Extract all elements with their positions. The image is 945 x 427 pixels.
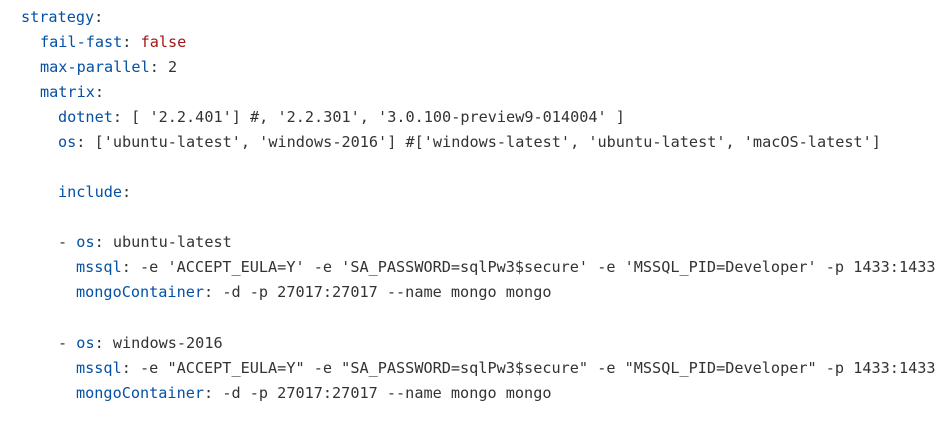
code-line-max-parallel: max-parallel: 2 (40, 55, 177, 80)
colon: : (122, 183, 132, 201)
yaml-value-os: windows-2016 (112, 334, 223, 352)
code-line-fail-fast: fail-fast: false (40, 30, 186, 55)
yaml-value-mongo-container: -d -p 27017:27017 --name mongo mongo (222, 283, 552, 301)
code-line-dotnet: dotnet: [ '2.2.401'] #, '2.2.301', '3.0.… (58, 105, 625, 130)
yaml-key-dotnet: dotnet (58, 108, 113, 126)
code-line-include: include: (58, 180, 131, 205)
yaml-value-max-parallel: 2 (168, 58, 178, 76)
code-line-os: os: ['ubuntu-latest', 'windows-2016'] #[… (58, 130, 881, 155)
colon: : (121, 258, 141, 276)
yaml-key-os: os (76, 334, 95, 352)
code-line-include-item-2-mongo: mongoContainer: -d -p 27017:27017 --name… (76, 381, 551, 406)
yaml-key-strategy: strategy (21, 8, 95, 26)
colon: : (76, 133, 95, 151)
colon: : (94, 233, 113, 251)
code-line-include-item-1-mongo: mongoContainer: -d -p 27017:27017 --name… (76, 280, 551, 305)
yaml-key-mssql: mssql (76, 258, 122, 276)
code-line-strategy: strategy: (21, 5, 103, 30)
yaml-key-matrix: matrix (40, 83, 95, 101)
list-dash: - (58, 233, 77, 251)
code-line-include-item-1-mssql: mssql: -e 'ACCEPT_EULA=Y' -e 'SA_PASSWOR… (76, 255, 936, 280)
colon: : (112, 108, 132, 126)
yaml-key-mongo-container: mongoContainer (76, 384, 205, 402)
yaml-key-mssql: mssql (76, 359, 122, 377)
colon: : (204, 384, 223, 402)
colon: : (122, 33, 141, 51)
yaml-key-mongo-container: mongoContainer (76, 283, 205, 301)
yaml-key-os: os (58, 133, 77, 151)
code-line-matrix: matrix: (40, 80, 104, 105)
code-line-include-item-2-os: - os: windows-2016 (58, 331, 223, 356)
yaml-value-mongo-container: -d -p 27017:27017 --name mongo mongo (222, 384, 552, 402)
colon: : (204, 283, 223, 301)
colon: : (121, 359, 141, 377)
yaml-key-os: os (76, 233, 95, 251)
yaml-value-os: ['ubuntu-latest', 'windows-2016'] #['win… (94, 133, 881, 151)
colon: : (94, 334, 113, 352)
colon: : (149, 58, 169, 76)
colon: : (94, 8, 104, 26)
yaml-value-mssql: -e "ACCEPT_EULA=Y" -e "SA_PASSWORD=sqlPw… (140, 359, 936, 377)
yaml-key-max-parallel: max-parallel (40, 58, 150, 76)
list-dash: - (58, 334, 77, 352)
colon: : (94, 83, 105, 101)
yaml-value-fail-fast: false (140, 33, 187, 51)
code-line-include-item-1-os: - os: ubuntu-latest (58, 230, 232, 255)
yaml-value-mssql: -e 'ACCEPT_EULA=Y' -e 'SA_PASSWORD=sqlPw… (140, 258, 936, 276)
yaml-key-include: include (58, 183, 123, 201)
yaml-value-os: ubuntu-latest (112, 233, 232, 251)
yaml-value-dotnet: [ '2.2.401'] #, '2.2.301', '3.0.100-prev… (131, 108, 625, 126)
yaml-key-fail-fast: fail-fast (40, 33, 123, 51)
code-line-include-item-2-mssql: mssql: -e "ACCEPT_EULA=Y" -e "SA_PASSWOR… (76, 356, 936, 381)
